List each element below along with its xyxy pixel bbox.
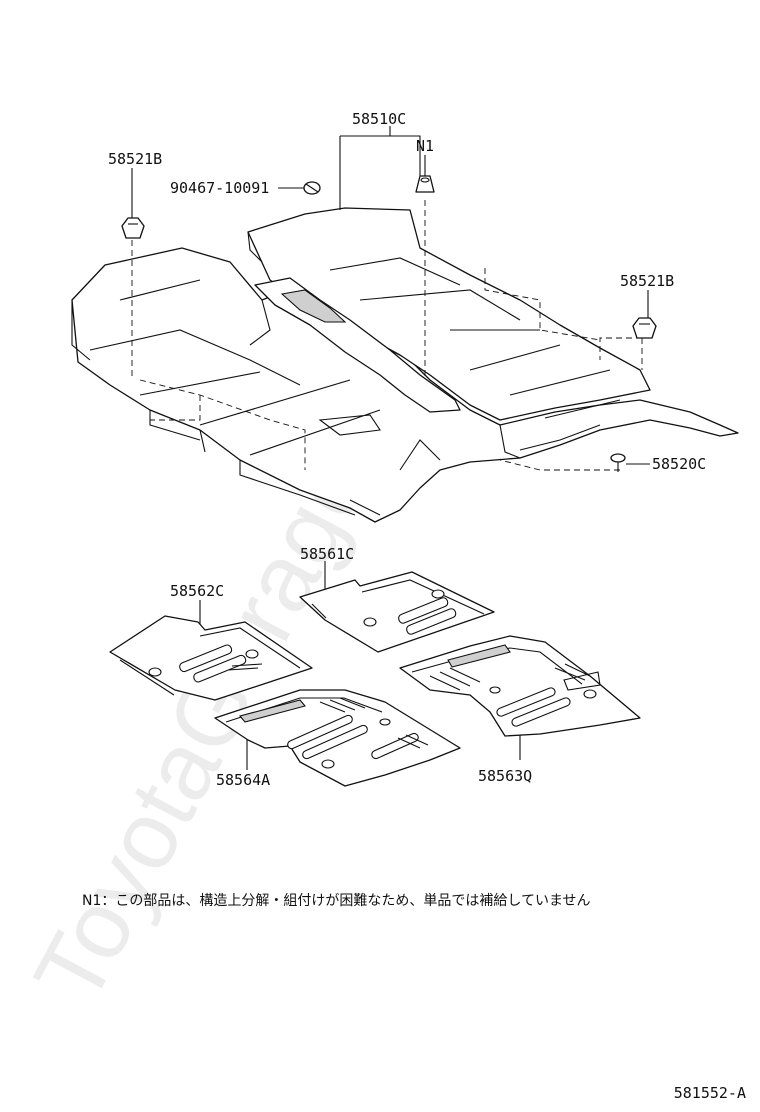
label-58510c: 58510C: [352, 110, 406, 128]
clip-right-icon: [632, 317, 657, 339]
main-carpet-drawing: [71, 207, 739, 523]
mat-front-left-drawing: [109, 615, 313, 701]
mat-rear-right-drawing: [399, 635, 641, 737]
label-90467-10091: 90467-10091: [170, 179, 269, 197]
label-58520c: 58520C: [652, 455, 706, 473]
n1-clip-icon: [415, 175, 435, 193]
label-58564a: 58564A: [216, 771, 270, 789]
leader-lines: [131, 126, 650, 770]
label-n1: N1: [416, 137, 434, 155]
clip-left-icon: [121, 217, 145, 239]
label-58562c: 58562C: [170, 582, 224, 600]
label-58561c: 58561C: [300, 545, 354, 563]
fastener-icon: [610, 453, 626, 472]
label-58521b-right: 58521B: [620, 272, 674, 290]
dashed-guides: [131, 200, 643, 471]
diagram-code: 581552-A: [673, 1084, 746, 1102]
mat-rear-left-drawing: [214, 689, 461, 787]
mat-front-right-drawing: [299, 571, 495, 653]
footnote-n1: N1：この部品は、構造上分解・組付けが困難なため、単品では補給していません: [82, 893, 591, 909]
label-58521b-left: 58521B: [108, 150, 162, 168]
label-58563q: 58563Q: [478, 767, 532, 785]
grommet-icon: [303, 181, 321, 195]
